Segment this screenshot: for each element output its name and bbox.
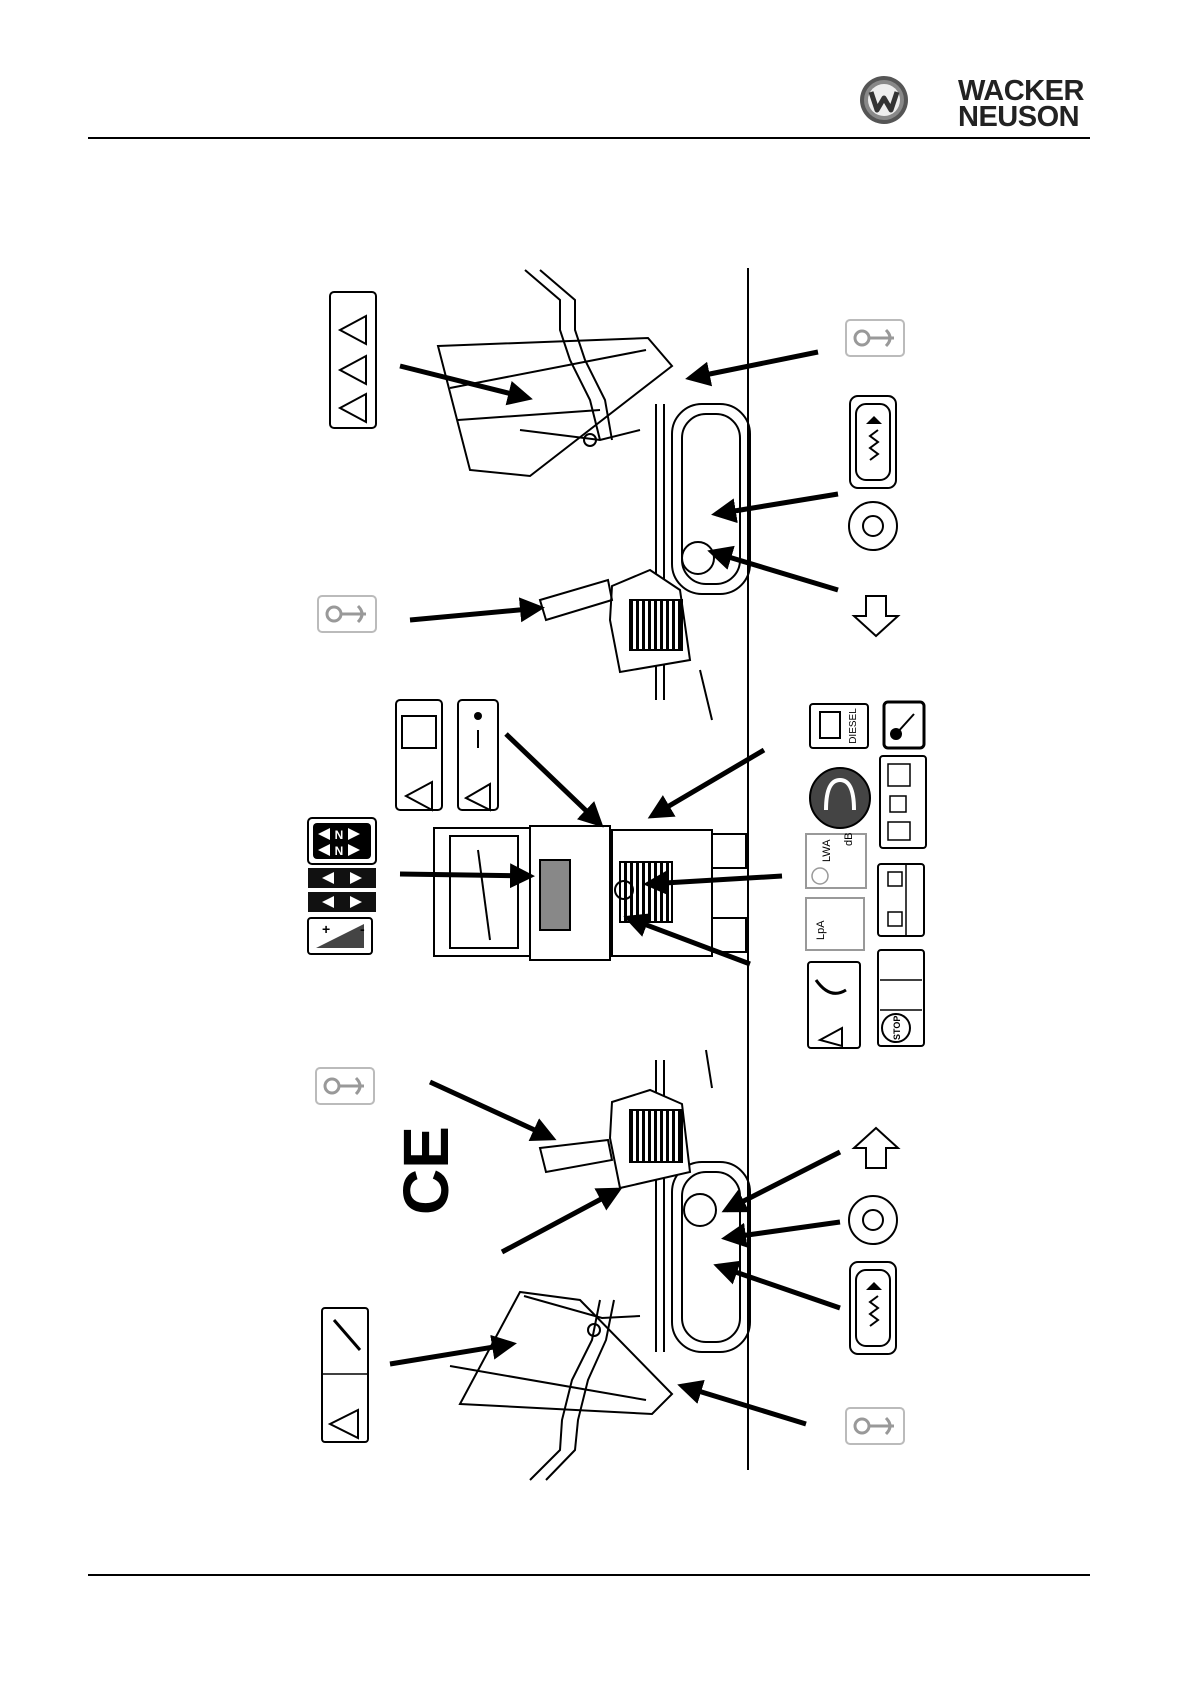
decal-n-top: N	[335, 828, 344, 842]
decal-lpa: LpA	[815, 920, 827, 940]
decal-lwa: LWA	[821, 839, 833, 862]
arrow-13	[726, 1152, 840, 1210]
arrow-6	[506, 734, 600, 824]
arrow-3	[716, 494, 838, 514]
decal-diesel: DIESEL	[810, 704, 868, 748]
greasing-decal-top	[849, 502, 897, 550]
decal-sound-pressure: LpA	[806, 898, 864, 950]
decal-stop-maintenance: STOP	[878, 950, 924, 1046]
decal-throttle: + -	[308, 918, 372, 954]
decal-plus: +	[322, 921, 330, 937]
direction-up-arrow-decal	[850, 596, 902, 636]
arrow-up-icon	[854, 596, 898, 636]
footer-rule	[88, 1574, 1090, 1576]
greasing-decal-bottom	[849, 1196, 897, 1244]
decal-db: dB	[843, 833, 855, 846]
ce-marking: CE	[390, 1126, 462, 1215]
arrow-2	[690, 352, 818, 378]
decal-read-manual	[396, 700, 442, 810]
decal-crushing-hazard	[322, 1308, 368, 1442]
direction-down-arrow-decal	[854, 1128, 898, 1168]
track-tension-decal-bottom	[850, 1262, 896, 1354]
machine-side-view-top	[438, 270, 750, 720]
arrow-14	[726, 1222, 840, 1238]
lifting-hook-decal-3	[316, 1068, 374, 1104]
decal-battery	[878, 864, 924, 936]
decal-sound-power: LWA dB	[806, 833, 866, 888]
arrow-5	[410, 608, 540, 620]
lifting-hook-decal-1	[318, 596, 376, 632]
ce-mark-text: CE	[390, 1126, 462, 1215]
lifting-hook-decal-4	[846, 1408, 904, 1444]
decal-stop-text: STOP	[892, 1016, 902, 1040]
decal-lever-left-right	[308, 868, 376, 912]
decal-engine-switch	[884, 702, 924, 748]
arrow-15	[718, 1266, 840, 1308]
arrow-8	[400, 874, 530, 876]
decal-hydraulic-oil	[880, 756, 926, 848]
decal-minus: -	[360, 921, 365, 937]
person-icon	[474, 712, 482, 720]
decal-hearing-protection	[810, 768, 870, 828]
decal-n-bottom: N	[335, 844, 344, 858]
decal-diesel-text: DIESEL	[848, 708, 859, 744]
track-tension-decal-top	[850, 396, 896, 488]
decal-keep-distance	[458, 700, 498, 810]
decal-travel-direction: N N	[308, 818, 376, 864]
arrow-17	[682, 1386, 806, 1424]
lifting-hook-decal-2	[846, 320, 904, 356]
arrow-4	[712, 552, 838, 590]
arrow-12	[502, 1190, 618, 1252]
arrow-down-icon	[854, 1128, 898, 1168]
machine-top-view-center	[434, 826, 746, 960]
decal-warning-triangles	[330, 292, 376, 428]
decal-hand-injury	[808, 962, 860, 1048]
